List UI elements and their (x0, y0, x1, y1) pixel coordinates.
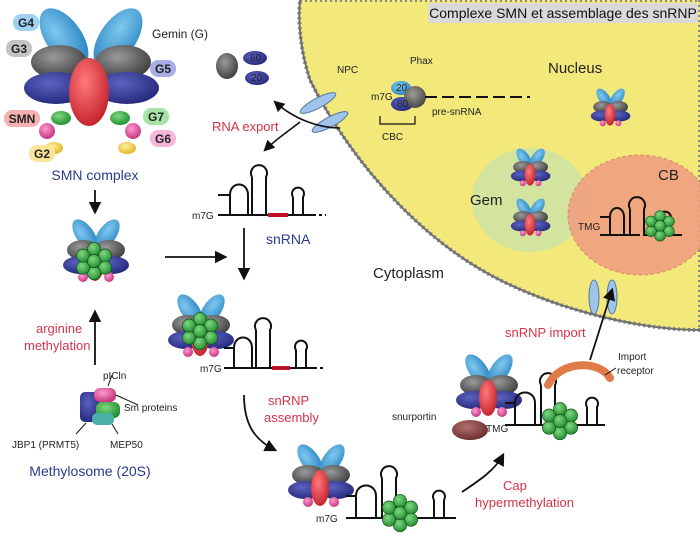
snurportin-shape (452, 420, 488, 440)
arrow-assembly (243, 394, 278, 452)
label-cytoplasm: Cytoplasm (373, 265, 444, 282)
npc-top (299, 92, 349, 133)
page-title: Complexe SMN et assemblage des snRNP (428, 3, 698, 23)
label-phax: Phax (410, 56, 433, 67)
snrna-top (218, 164, 326, 217)
label-m7g-1: m7G (192, 211, 214, 222)
label-cbc: CBC (382, 132, 403, 143)
label-g6: G6 (155, 132, 171, 146)
label-snrna: snRNA (266, 231, 311, 247)
label-cbc-80b: 80 (250, 53, 262, 64)
label-snurportin: snurportin (392, 412, 436, 423)
nuclear-envelope (298, 0, 700, 331)
label-m7g-3: m7G (316, 514, 338, 525)
cajal-body (567, 154, 700, 276)
arrow-rna-export (273, 100, 341, 129)
label-cap-2: hypermethylation (475, 495, 574, 510)
label-snrnp-assembly-1: snRNP (268, 393, 309, 408)
label-smn-complex: SMN complex (51, 167, 138, 183)
label-arginine: arginine (36, 321, 82, 336)
label-g4: G4 (18, 16, 34, 30)
label-tmg-2: TMG (578, 222, 600, 233)
label-methylosome: Methylosome (20S) (29, 463, 150, 479)
label-cbc20: 20 (396, 83, 408, 94)
import-complex (456, 350, 522, 417)
label-methylation: methylation (24, 338, 90, 353)
label-import-2: receptor (617, 366, 654, 377)
label-jbp1: JBP1 (PRMT5) (12, 440, 79, 451)
smn-complex (24, 8, 159, 154)
label-g3: G3 (11, 42, 27, 56)
label-picln: pICln (103, 371, 126, 382)
label-sm-proteins: Sm proteins (124, 403, 177, 414)
label-mep50: MEP50 (110, 440, 143, 451)
arrow-import (589, 287, 615, 361)
import-receptor-shape (544, 361, 614, 389)
label-rna-export: RNA export (212, 119, 279, 134)
label-pre-snrna: pre-snRNA (432, 107, 482, 118)
label-gem: Gem (470, 192, 503, 209)
label-snrnp-import: snRNP import (505, 325, 586, 340)
bottom-ring (382, 494, 418, 533)
label-tmg-1: TMG (486, 424, 508, 435)
label-g7: G7 (148, 110, 164, 124)
label-m7g-export: m7G (371, 92, 393, 103)
label-smn: SMN (9, 112, 36, 126)
label-import-1: Import (618, 352, 647, 363)
label-cbc80: 80 (397, 99, 409, 110)
label-nucleus: Nucleus (548, 60, 602, 77)
gem-body (472, 148, 588, 252)
label-cap-1: Cap (503, 478, 527, 493)
label-m7g-2: m7G (200, 364, 222, 375)
label-g2: G2 (34, 147, 50, 161)
bottom-complex (288, 440, 354, 507)
label-cbc-20b: 20 (251, 73, 263, 84)
export-complex (379, 81, 530, 125)
arrow-export-down (263, 121, 301, 152)
exported-cbc (216, 51, 269, 85)
label-g5: G5 (155, 62, 171, 76)
assembly-rna (224, 317, 326, 370)
arrow-cap (461, 452, 505, 493)
import-ring (542, 402, 578, 441)
label-snrnp-assembly-2: assembly (264, 410, 319, 425)
label-gemin: Gemin (G) (152, 27, 208, 41)
methylosome (75, 374, 139, 435)
label-npc: NPC (337, 65, 358, 76)
label-cb: CB (658, 167, 679, 184)
